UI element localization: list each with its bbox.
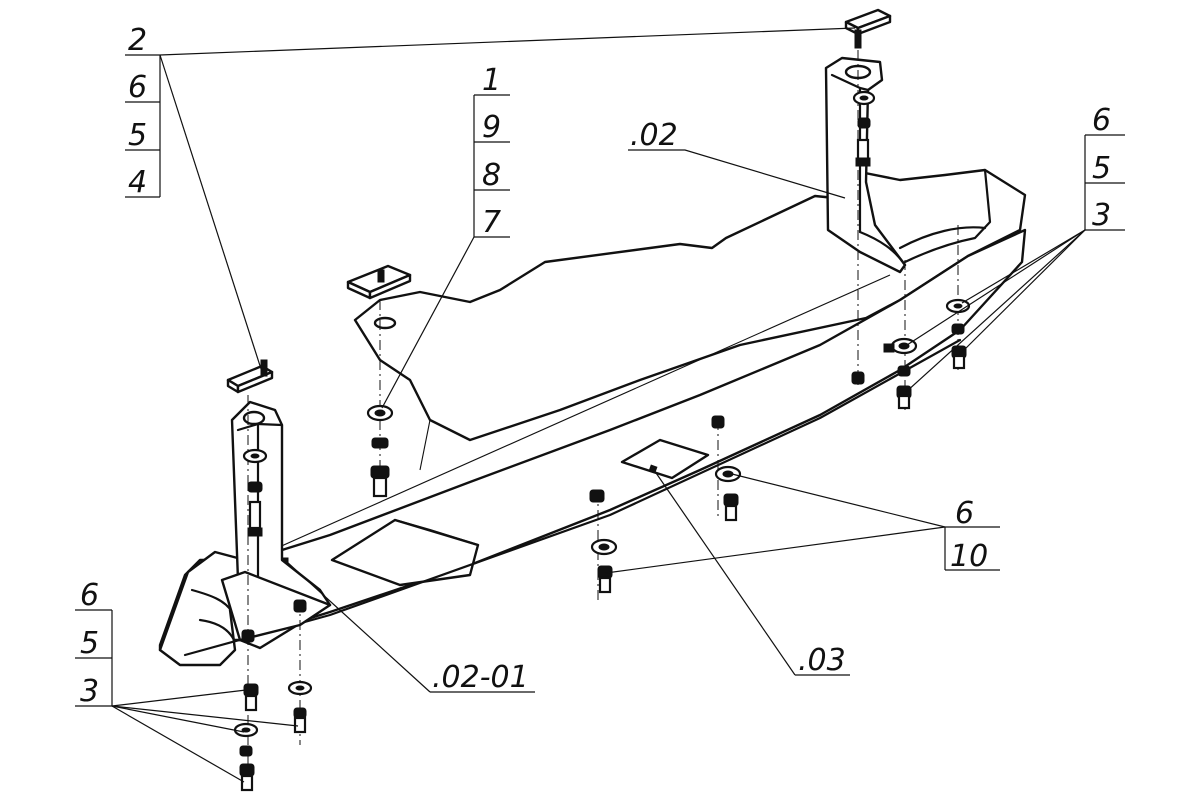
callout-9: 9 [482, 110, 501, 145]
callout-4: 4 [128, 165, 147, 200]
callout-3-right: 3 [1092, 198, 1111, 233]
callout-3-bottom-left: 3 [80, 674, 99, 709]
callout-1: 1 [482, 63, 501, 98]
callout-part-03: .03 [653, 469, 850, 678]
callout-10: 10 [950, 539, 988, 574]
callout-2: 2 [128, 23, 147, 58]
callout-8: 8 [482, 158, 501, 193]
part-label-02: .02 [630, 118, 678, 153]
callout-5-right: 5 [1092, 151, 1111, 186]
callout-5: 5 [128, 118, 147, 153]
callout-5-bottom-left: 5 [80, 626, 99, 661]
callout-7: 7 [482, 205, 501, 240]
part-label-02-01: .02-01 [432, 660, 529, 695]
callout-group-right: 6 5 3 [905, 103, 1125, 393]
callout-group-bottom-left: 6 5 3 [75, 578, 299, 783]
callout-part-02-01: .02-01 [286, 561, 535, 695]
part-label-03: .03 [798, 643, 846, 678]
left-bracket [220, 359, 332, 650]
callout-6-right: 6 [1092, 103, 1111, 138]
callout-part-02: .02 [628, 118, 846, 199]
callout-6-bottom-left: 6 [80, 578, 99, 613]
callout-group-top-left: 2 6 5 4 [125, 23, 856, 373]
callout-6: 6 [128, 70, 147, 105]
callout-6-bottom-center: 6 [955, 496, 974, 531]
callout-group-bottom-center: 6 10 [605, 473, 1000, 574]
callout-group-center: 1 9 8 7 [381, 63, 510, 409]
